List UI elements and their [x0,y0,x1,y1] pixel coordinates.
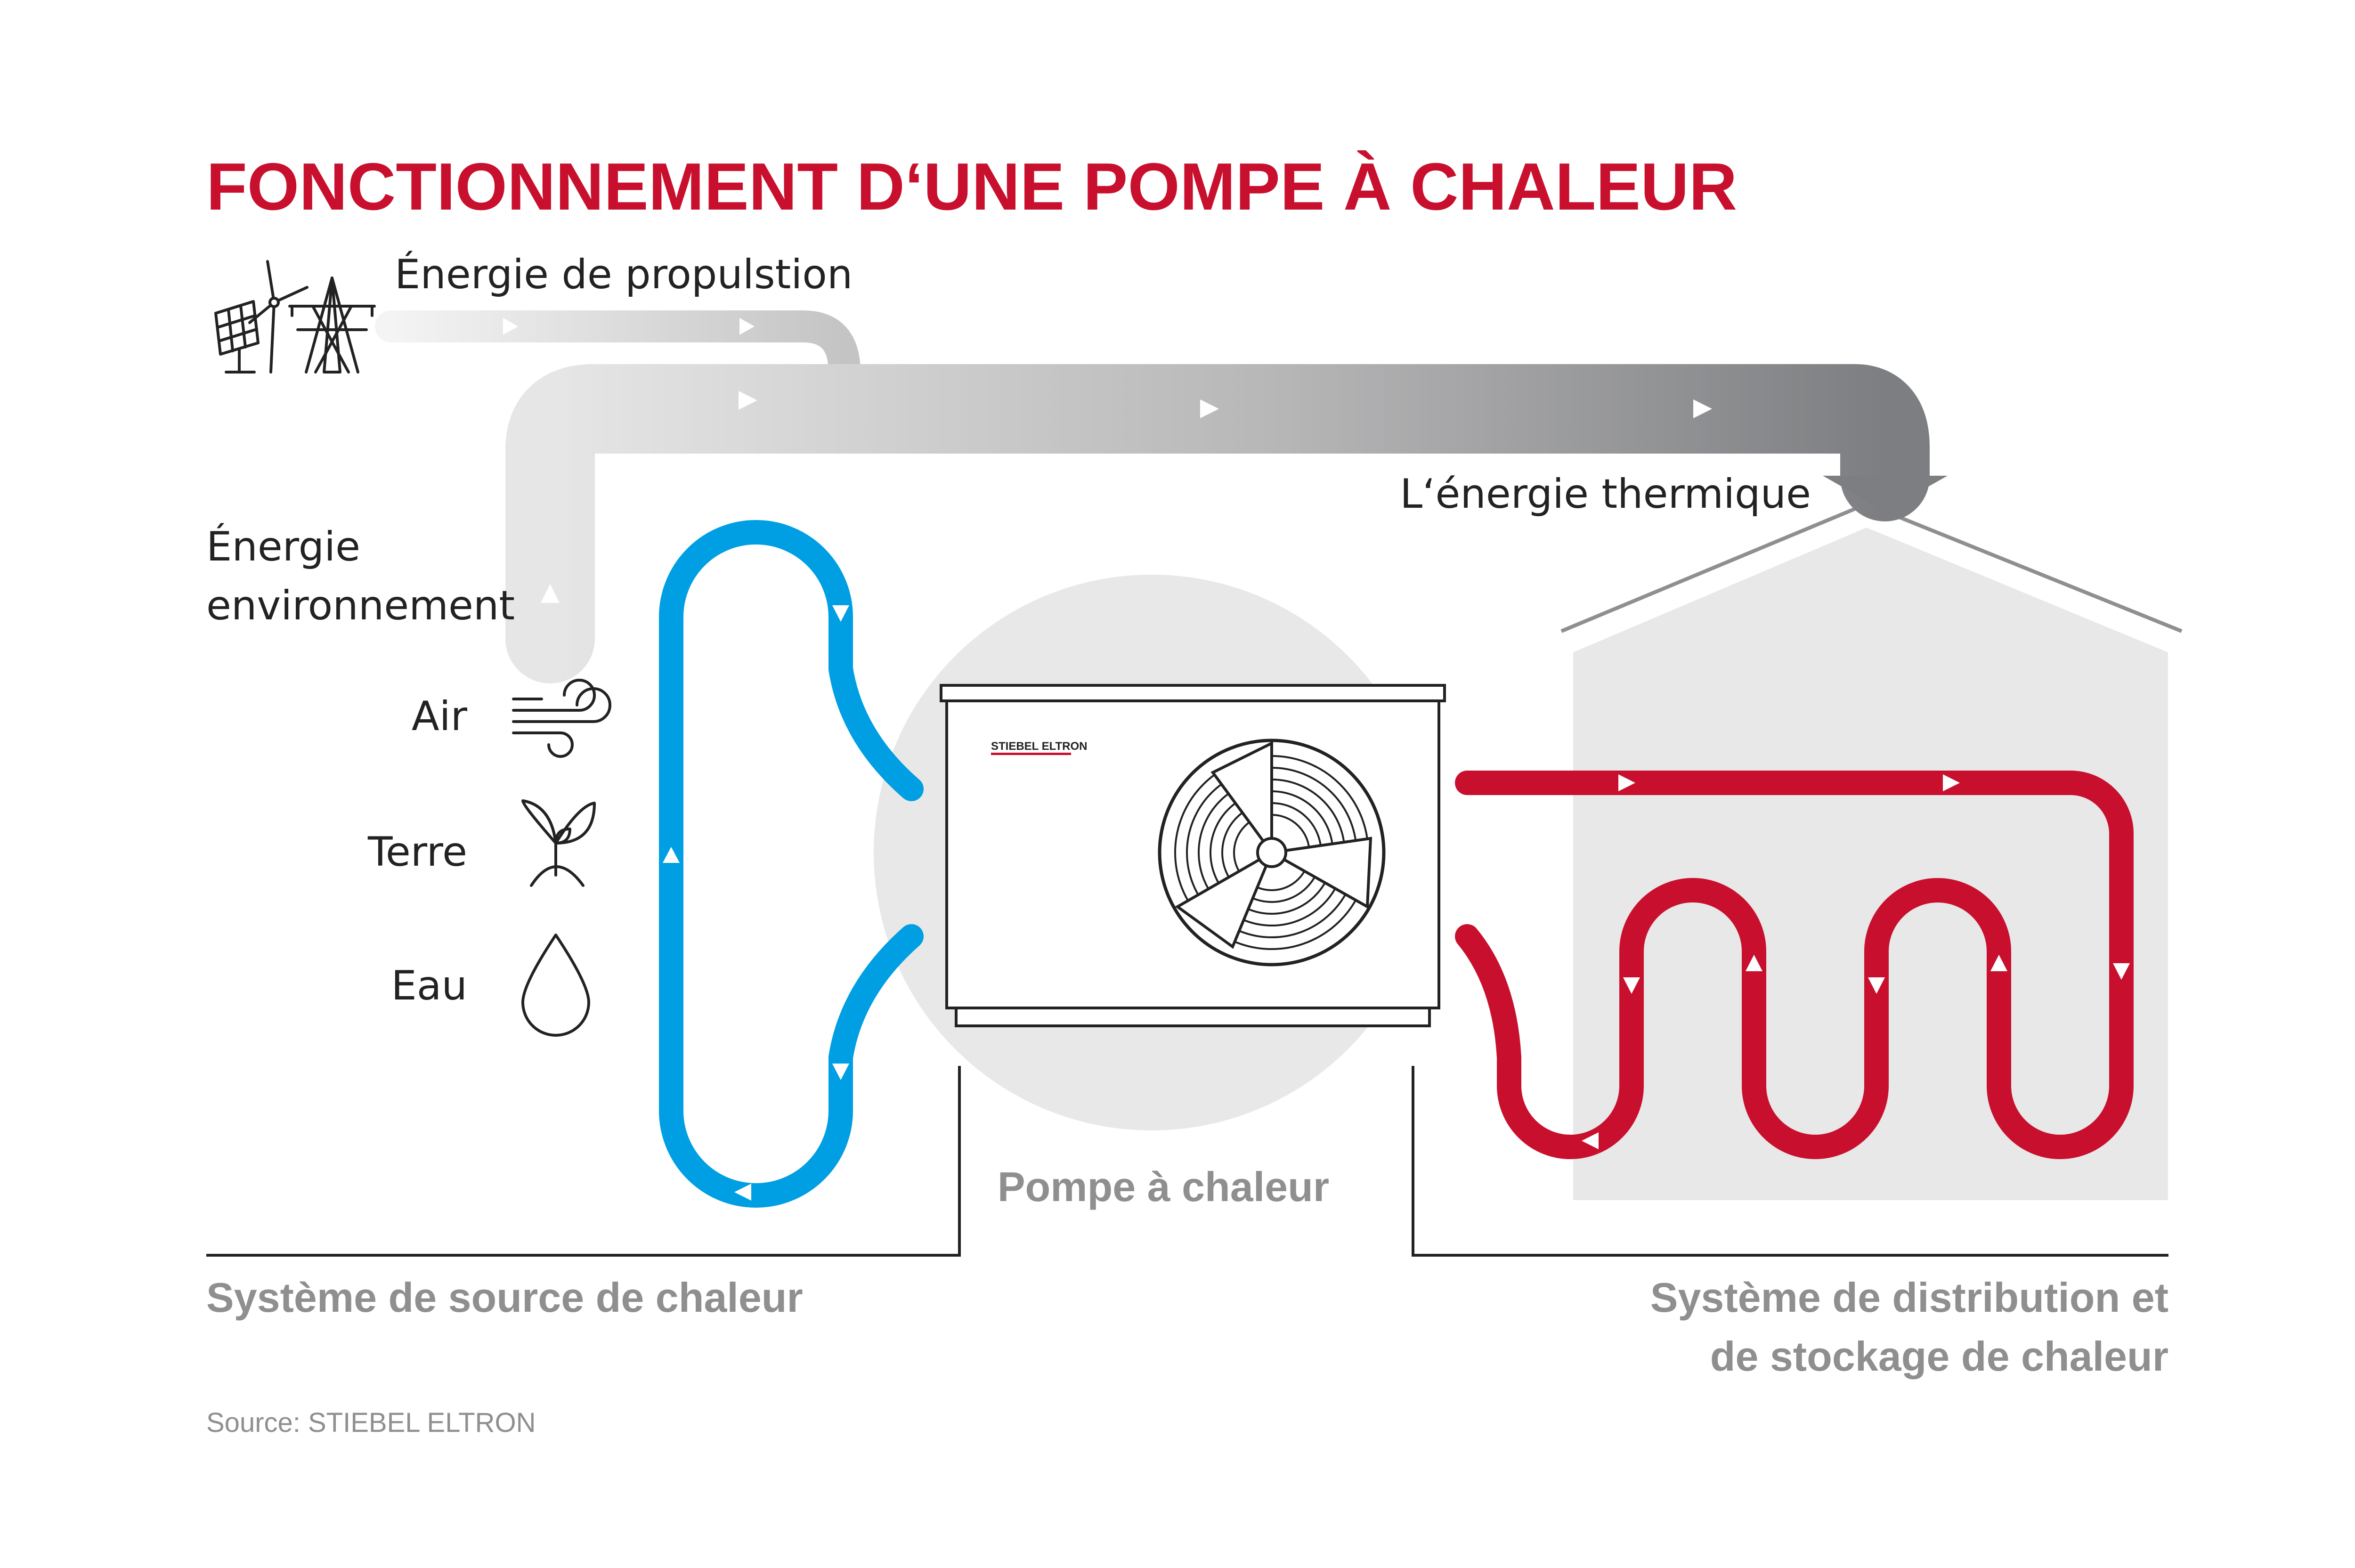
source-loop-arrows [663,503,849,1201]
plant-icon [521,799,596,887]
air-label: Air [412,693,468,740]
distribution-system-label-1: Système de distribution et [1650,1274,2168,1321]
water-label: Eau [391,962,467,1009]
flow-arrow [503,318,518,335]
flow-arrow [1693,399,1712,418]
heat-pump-label: Pompe à chaleur [998,1163,1329,1210]
source-loop [659,520,924,1208]
drive-energy-pipe [375,310,861,388]
system-brackets [206,1066,2168,1257]
heating-loop [1455,771,2134,1159]
unit-brand: STIEBEL ELTRON [991,740,1087,753]
flow-arrow [541,584,560,603]
heat-pump-unit: STIEBEL ELTRON [940,684,1446,1027]
environment-energy-label-1: Énergie [206,523,360,570]
thermal-energy-label: L‘énergie thermique [1400,471,1811,518]
energy-flow [375,310,1948,683]
wind-icon [512,679,611,758]
main-energy-pipe [505,364,1930,683]
drive-energy-label: Énergie de propulstion [395,251,853,298]
distribution-system-label-2: de stockage de chaleur [1710,1333,2168,1380]
flow-arrow [739,318,755,335]
flow-arrow [1200,399,1219,418]
flow-arrow [739,391,757,410]
environment-energy-label-2: environnement [206,582,515,629]
fan-icon [1158,739,1386,967]
earth-label: Terre [367,829,467,876]
source-note: Source: STIEBEL ELTRON [206,1407,536,1438]
page-title: FONCTIONNEMENT D‘UNE POMPE À CHALEUR [206,149,1737,224]
heating-loop-arrows [1582,774,2130,1149]
power-sources-icon [214,260,376,374]
source-system-label: Système de source de chaleur [206,1274,803,1321]
water-drop-icon [521,934,590,1037]
